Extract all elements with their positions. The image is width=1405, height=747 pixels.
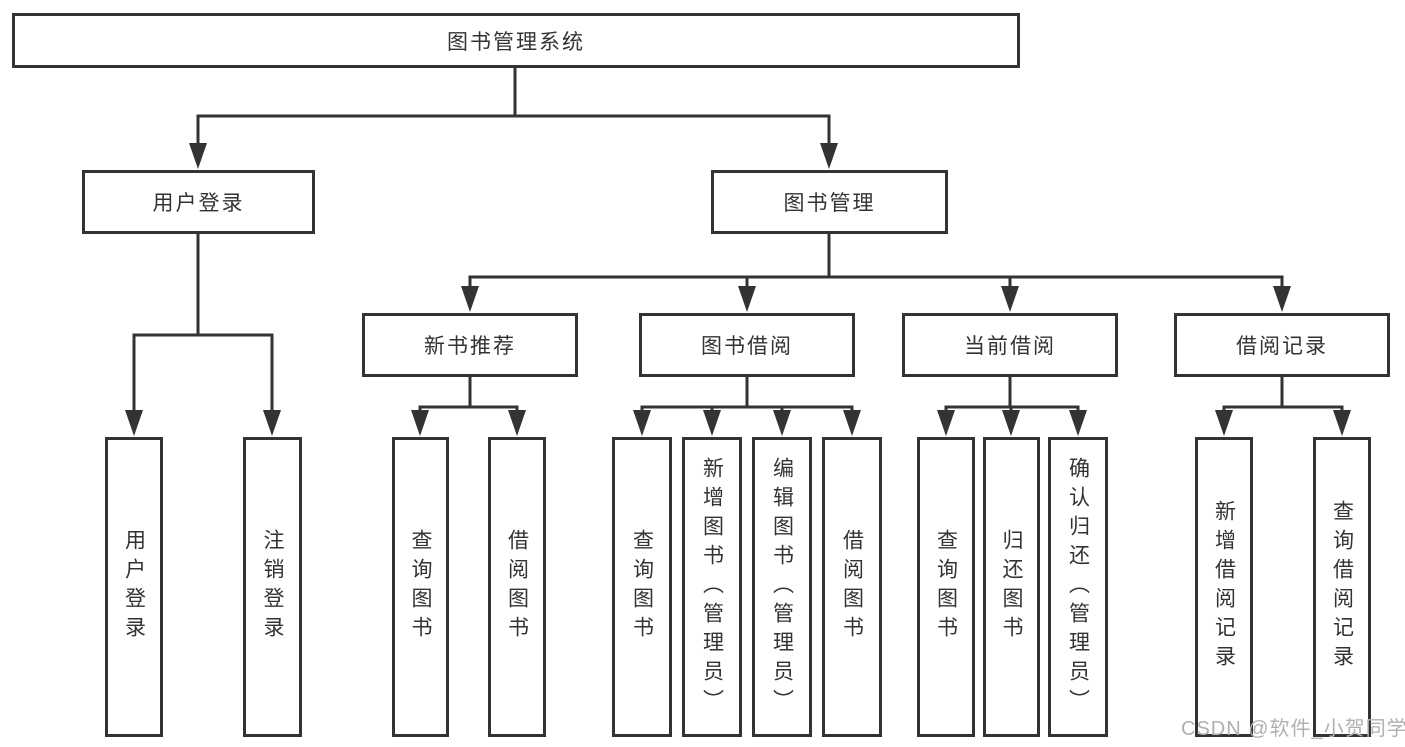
node-new-book-recommend: 新书推荐 [362, 313, 578, 377]
leaf-return-book: 归还图书 [983, 437, 1040, 737]
leaf-confirm-return-admin: 确认归还（管理员） [1048, 437, 1108, 737]
node-borrowing-records: 借阅记录 [1174, 313, 1390, 377]
node-book-management: 图书管理 [711, 170, 948, 234]
leaf-borrow-books-borrowing: 借阅图书 [822, 437, 882, 737]
leaf-query-books-borrowing: 查询图书 [612, 437, 672, 737]
leaf-query-borrow-record: 查询借阅记录 [1313, 437, 1371, 737]
leaf-borrow-books-recommend: 借阅图书 [488, 437, 546, 737]
node-book-borrowing: 图书借阅 [639, 313, 855, 377]
node-root: 图书管理系统 [12, 13, 1020, 68]
node-current-borrowing: 当前借阅 [902, 313, 1118, 377]
leaf-query-books-recommend: 查询图书 [392, 437, 449, 737]
leaf-query-books-current: 查询图书 [917, 437, 975, 737]
csdn-watermark: CSDN @软件_小贺同学 [1181, 718, 1405, 740]
node-user-login: 用户登录 [82, 170, 315, 234]
leaf-edit-book-admin: 编辑图书（管理员） [752, 437, 812, 737]
leaf-add-borrow-record: 新增借阅记录 [1195, 437, 1253, 737]
leaf-logout: 注销登录 [243, 437, 302, 737]
leaf-user-login: 用户登录 [105, 437, 163, 737]
leaf-add-book-admin: 新增图书（管理员） [682, 437, 742, 737]
